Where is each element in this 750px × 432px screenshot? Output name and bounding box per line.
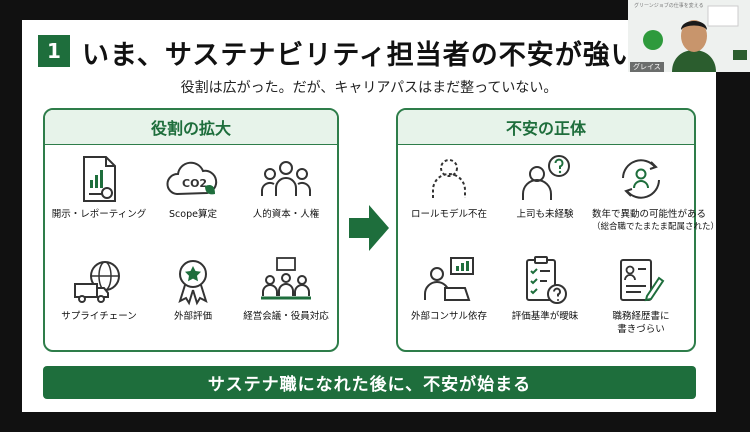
arrow-right-icon (349, 205, 389, 251)
item-scope-calculation: CO2 Scope算定 (144, 154, 242, 222)
item-label: 経営会議・役員対応 (243, 311, 329, 322)
item-label: 開示・レポーティング (51, 209, 147, 220)
participant-name-tag: グレイス (630, 62, 664, 72)
people-group-icon (261, 161, 311, 196)
slide-subtitle: 役割は広がった。だが、キャリアパスはまだ整っていない。 (180, 80, 558, 96)
item-supply-chain: サプライチェーン (50, 256, 148, 324)
award-ribbon-icon (178, 260, 208, 306)
item-label-line1: 数年で異動の可能性がある (592, 209, 707, 220)
item-boss-inexperienced: 上司も未経験 (496, 154, 594, 222)
dashed-person-icon (432, 159, 466, 198)
consultant-laptop-icon (424, 257, 474, 301)
item-label: 数年で異動の可能性がある （総合職でたまたま配属された） (592, 209, 719, 233)
report-icon (83, 156, 116, 202)
slide-title: いま、サステナビリティ担当者の不安が強い (82, 40, 639, 71)
item-possible-transfer: 数年で異動の可能性がある （総合職でたまたま配属された） (592, 154, 719, 233)
item-label: 外部コンサル依存 (410, 311, 487, 322)
item-label-line2: （総合職でたまたま配属された） (592, 221, 719, 232)
presenter-video-icon (628, 0, 750, 72)
globe-truck-icon (74, 261, 120, 303)
item-label: Scope算定 (169, 209, 217, 220)
item-disclosure-reporting: 開示・レポーティング (50, 154, 148, 222)
item-label: 外部評価 (173, 311, 212, 322)
item-label: 評価基準が曖昧 (511, 311, 579, 322)
item-hard-to-write-resume: 職務経歴書に 書きづらい (592, 256, 690, 337)
item-label: ロールモデル不在 (410, 209, 487, 220)
item-human-capital: 人的資本・人権 (237, 154, 335, 222)
item-board-meeting: 経営会議・役員対応 (237, 256, 335, 324)
presentation-slide: 1 いま、サステナビリティ担当者の不安が強い 役割は広がった。だが、キャリアパス… (22, 20, 719, 412)
meeting-icon (261, 257, 311, 300)
item-vague-evaluation: 評価基準が曖昧 (496, 256, 594, 324)
panel-heading: 不安の正体 (398, 110, 694, 145)
rotate-person-icon (622, 159, 660, 199)
item-no-role-model: ロールモデル不在 (400, 154, 498, 222)
panel-role-expansion: 役割の拡大 開示・レポーティング CO2 Scope算定 (43, 108, 339, 352)
panel-source-of-anxiety: 不安の正体 ロールモデル不在 上司も未経験 (396, 108, 719, 352)
webcam-caption: グリーンジョブの仕事を変える (634, 3, 704, 9)
webcam-video: グリーンジョブの仕事を変える (628, 0, 750, 72)
item-label: 上司も未経験 (516, 209, 574, 220)
person-question-icon (522, 155, 570, 200)
co2-cloud-icon: CO2 (166, 161, 218, 196)
item-label-line2: 書きづらい (617, 323, 665, 335)
item-label-line1: 職務経歴書に (612, 311, 670, 322)
item-label: サプライチェーン (61, 311, 137, 322)
item-consultant-dependency: 外部コンサル依存 (400, 256, 498, 324)
section-number-badge: 1 (38, 35, 70, 67)
checklist-question-icon (526, 256, 567, 304)
resume-pen-icon (620, 259, 665, 302)
item-label: 人的資本・人権 (252, 209, 320, 220)
webcam-overlay[interactable]: グリーンジョブの仕事を変える グレイス (628, 0, 750, 72)
item-label: 職務経歴書に 書きづらい (592, 311, 690, 337)
conclusion-banner: サステナ職になれた後に、不安が始まる (43, 366, 696, 399)
panel-heading: 役割の拡大 (45, 110, 337, 145)
co2-text: CO2 (182, 177, 207, 190)
item-external-evaluation: 外部評価 (144, 256, 242, 324)
